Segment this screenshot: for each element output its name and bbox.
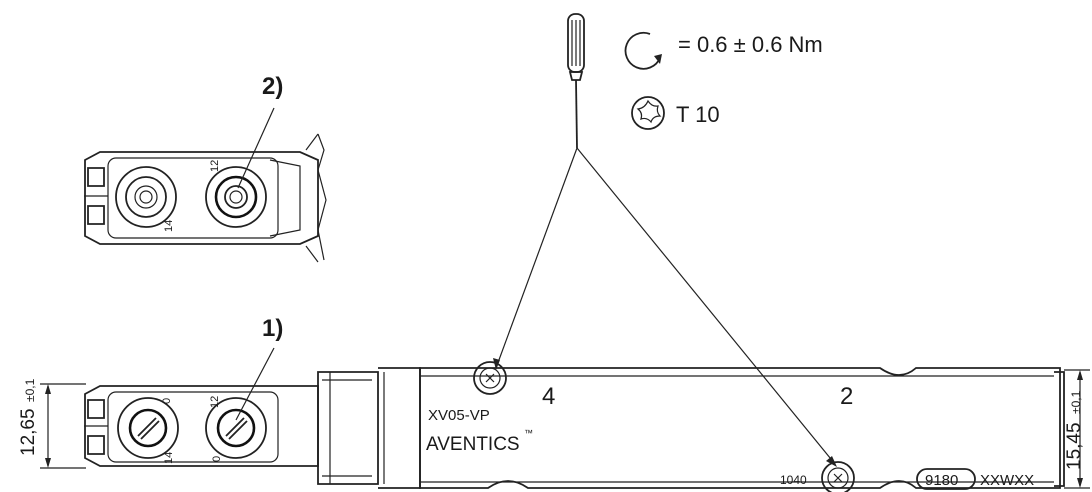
port-4-label: 4 <box>542 383 555 410</box>
dimension-right-value: 15,45 <box>1064 422 1085 470</box>
code-small: 1040 <box>780 473 807 487</box>
port-2-label: 2 <box>840 383 853 410</box>
callout-1: 1) <box>262 315 283 342</box>
port-label-0-b: 0 <box>211 456 223 462</box>
leader-lines <box>235 107 837 467</box>
port-label-14-top: 14 <box>163 220 175 232</box>
port-label-14-bottom: 14 <box>163 452 175 464</box>
port-label-0-a: 0 <box>161 398 173 404</box>
dimension-left <box>40 383 86 469</box>
port-label-12-bottom: 12 <box>209 396 221 408</box>
torx-t10-icon <box>631 96 665 130</box>
dimension-left-tolerance: ±0,1 <box>23 378 37 402</box>
brand-label: AVENTICS <box>426 434 520 455</box>
connector-view-top <box>84 133 327 263</box>
tool-spec: T 10 <box>676 102 720 127</box>
brand-trademark: ™ <box>524 428 533 438</box>
screwdriver-icon <box>567 13 585 149</box>
code-oval: 9180 <box>925 472 958 489</box>
callout-2: 2) <box>262 73 283 100</box>
valve-assembly <box>84 361 1065 492</box>
port-label-12-top: 12 <box>209 160 221 172</box>
dimension-right <box>1064 369 1090 489</box>
code-tail: XXWXX <box>980 472 1034 489</box>
torque-spec: = 0.6 ± 0.6 Nm <box>678 32 823 57</box>
dimension-left-value: 12,65 <box>18 408 39 456</box>
model-label: XV05-VP <box>428 407 490 424</box>
torque-icon <box>624 31 662 70</box>
dimension-right-tolerance: ±0,1 <box>1069 390 1083 414</box>
